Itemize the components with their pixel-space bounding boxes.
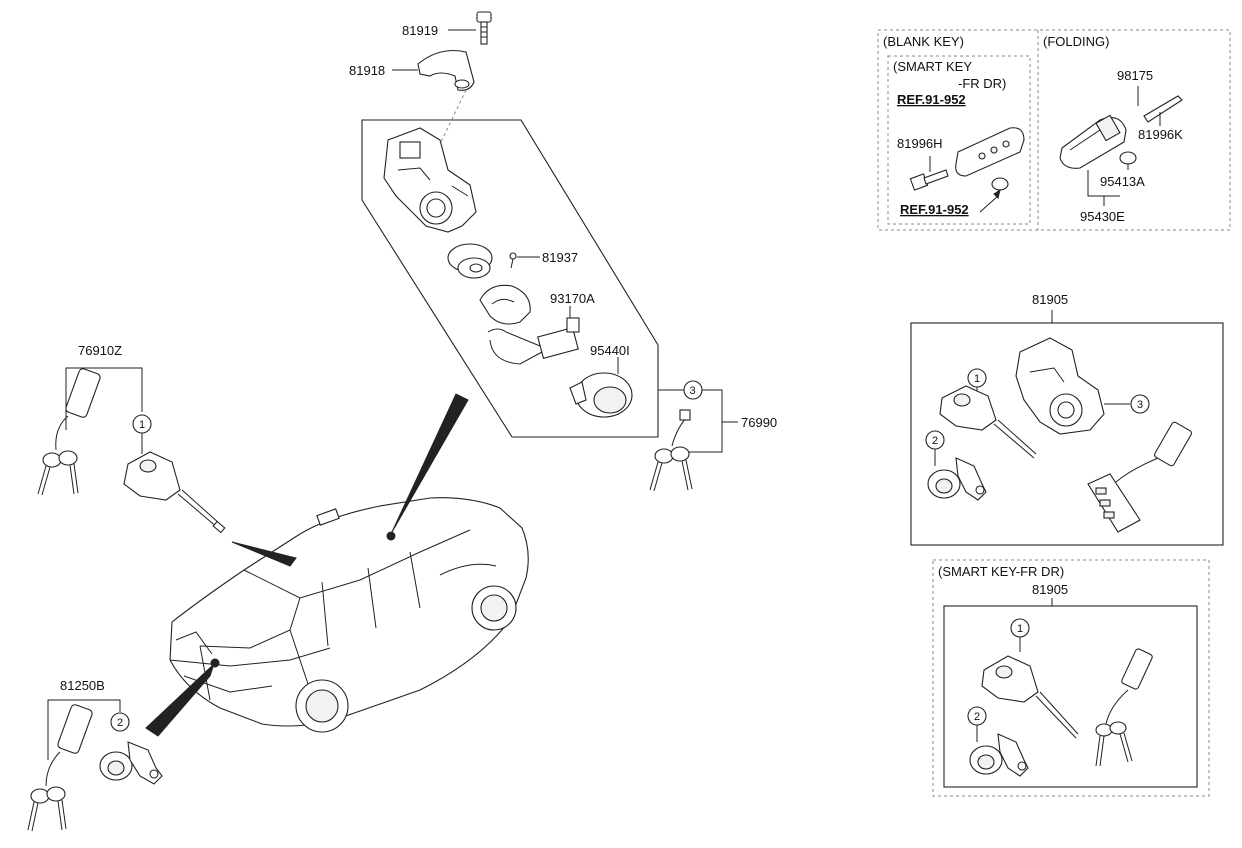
reference-link-2[interactable]: REF.91-952 bbox=[900, 202, 969, 217]
part-number-76990: 76990 bbox=[741, 415, 777, 430]
ignition-assembly-outline bbox=[361, 119, 659, 438]
lock-kit-81905-outline bbox=[910, 322, 1224, 546]
keys-81250B-part[interactable] bbox=[27, 704, 93, 832]
lock-housing-part[interactable] bbox=[383, 127, 477, 233]
kit-ignition-housing-part[interactable] bbox=[1015, 337, 1105, 435]
emergency-key-81996H-part[interactable] bbox=[909, 169, 949, 191]
smart-key-fob-part[interactable] bbox=[955, 127, 1025, 177]
vehicle-illustration bbox=[145, 393, 529, 737]
ignition-assembly-group: 81919 81918 81937 bbox=[349, 11, 659, 438]
kit-door-lock-part[interactable] bbox=[939, 385, 1037, 459]
kit-trunk-lock-part[interactable] bbox=[927, 457, 987, 501]
trunk-lock-cylinder-part[interactable] bbox=[99, 741, 163, 785]
callout-3-text-kit: 3 bbox=[1137, 399, 1143, 411]
pointer-to-trunk-lock bbox=[145, 663, 215, 737]
antenna-95440I-part[interactable] bbox=[569, 372, 633, 418]
part-number-81918: 81918 bbox=[349, 63, 385, 78]
lock-kit-81905-group: 81905 1 2 3 bbox=[910, 292, 1224, 546]
part-number-81905-smart: 81905 bbox=[1032, 582, 1068, 597]
part-number-81996K: 81996K bbox=[1138, 127, 1183, 142]
door-lock-cylinder-part[interactable] bbox=[123, 451, 226, 534]
bracket-81918-part[interactable] bbox=[417, 49, 475, 91]
smart-key-fr-dr-outline bbox=[932, 559, 1210, 797]
key-blade-81996K-part[interactable] bbox=[1143, 95, 1183, 123]
smart-kit-keys-part[interactable] bbox=[1095, 648, 1153, 767]
trunk-key-set-81250B-group: 81250B 2 bbox=[27, 678, 163, 832]
lock-cylinder-part[interactable] bbox=[447, 243, 493, 279]
callout-2-text-trunk: 2 bbox=[117, 717, 123, 729]
key-set-76990-group: 3 76990 bbox=[649, 380, 777, 492]
smart-kit-trunk-lock-part[interactable] bbox=[969, 733, 1029, 777]
part-number-81996H: 81996H bbox=[897, 136, 943, 151]
label-folding: (FOLDING) bbox=[1043, 34, 1109, 49]
pointer-to-ignition bbox=[391, 393, 469, 533]
part-number-95430E: 95430E bbox=[1080, 209, 1125, 224]
callout-3-text: 3 bbox=[690, 385, 696, 397]
blank-key-outline bbox=[877, 29, 1231, 231]
battery-smart-part[interactable] bbox=[991, 177, 1009, 191]
battery-95413A-part[interactable] bbox=[1119, 151, 1137, 165]
part-number-81905-main: 81905 bbox=[1032, 292, 1068, 307]
screw-81937-part[interactable] bbox=[509, 252, 517, 269]
part-number-81937: 81937 bbox=[542, 250, 578, 265]
smart-kit-81905-outline bbox=[943, 605, 1198, 788]
door-key-set-76910Z-group: 76910Z 1 bbox=[37, 343, 226, 534]
label-blank-key: (BLANK KEY) bbox=[883, 34, 964, 49]
callout-1-text-kit: 1 bbox=[974, 373, 980, 385]
ring-93170A-part[interactable] bbox=[479, 284, 531, 325]
reference-link-1[interactable]: REF.91-952 bbox=[897, 92, 966, 107]
callout-1-text-door: 1 bbox=[139, 419, 145, 431]
smart-key-inner-outline bbox=[887, 55, 1031, 225]
callout-2-text-kit: 2 bbox=[932, 435, 938, 447]
part-number-76910Z: 76910Z bbox=[78, 343, 122, 358]
kit-smart-key-part[interactable] bbox=[1087, 421, 1193, 533]
label-smart-key-line1: (SMART KEY bbox=[893, 59, 972, 74]
pointer-to-door-lock bbox=[231, 541, 297, 567]
folding-key-fob-part[interactable] bbox=[1059, 114, 1127, 169]
blank-key-section: (BLANK KEY) (FOLDING) (SMART KEY -FR DR)… bbox=[877, 29, 1231, 231]
part-number-98175: 98175 bbox=[1117, 68, 1153, 83]
part-number-93170A: 93170A bbox=[550, 291, 595, 306]
part-number-81919: 81919 bbox=[402, 23, 438, 38]
part-number-95413A: 95413A bbox=[1100, 174, 1145, 189]
label-smart-key-fr-dr: (SMART KEY-FR DR) bbox=[938, 564, 1064, 579]
part-number-95440I: 95440I bbox=[590, 343, 630, 358]
label-smart-key-line2: -FR DR) bbox=[958, 76, 1006, 91]
keys-76990-part[interactable] bbox=[649, 409, 693, 492]
bolt-81919-part[interactable] bbox=[476, 11, 492, 45]
part-number-81250B: 81250B bbox=[60, 678, 105, 693]
smart-kit-door-lock-part[interactable] bbox=[981, 655, 1079, 739]
callout-2-trunk bbox=[110, 712, 130, 732]
ignition-switch-part[interactable] bbox=[487, 317, 580, 365]
callout-1-text-smart: 1 bbox=[1017, 623, 1023, 635]
keys-76910Z-part[interactable] bbox=[37, 368, 101, 496]
callout-3-kit bbox=[1130, 394, 1150, 414]
callout-2-text-smart: 2 bbox=[974, 711, 980, 723]
smart-key-fr-dr-section: (SMART KEY-FR DR) 81905 1 2 bbox=[932, 559, 1210, 797]
